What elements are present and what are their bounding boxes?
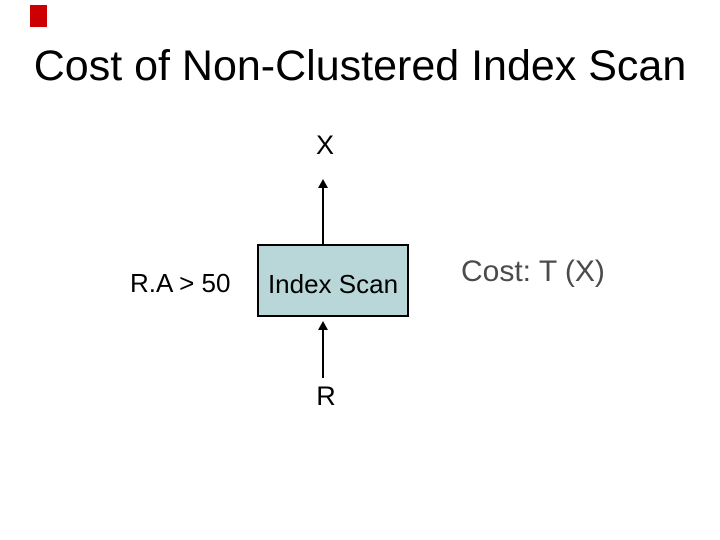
output-arrow [318,179,328,245]
input-arrow-shaft [322,330,324,378]
cost-label: Cost: T (X) [461,255,605,288]
arrow-up-icon [318,179,328,188]
index-scan-box-label: Index Scan [267,269,399,299]
output-arrow-shaft [322,188,324,245]
predicate-label: R.A > 50 [130,268,231,298]
input-arrow [318,321,328,378]
input-label: R [316,381,336,411]
arrow-up-icon [318,321,328,330]
red-accent-rectangle [30,5,47,27]
index-scan-box: Index Scan [257,244,409,317]
output-label: X [315,130,334,160]
slide-title: Cost of Non-Clustered Index Scan [33,42,687,90]
